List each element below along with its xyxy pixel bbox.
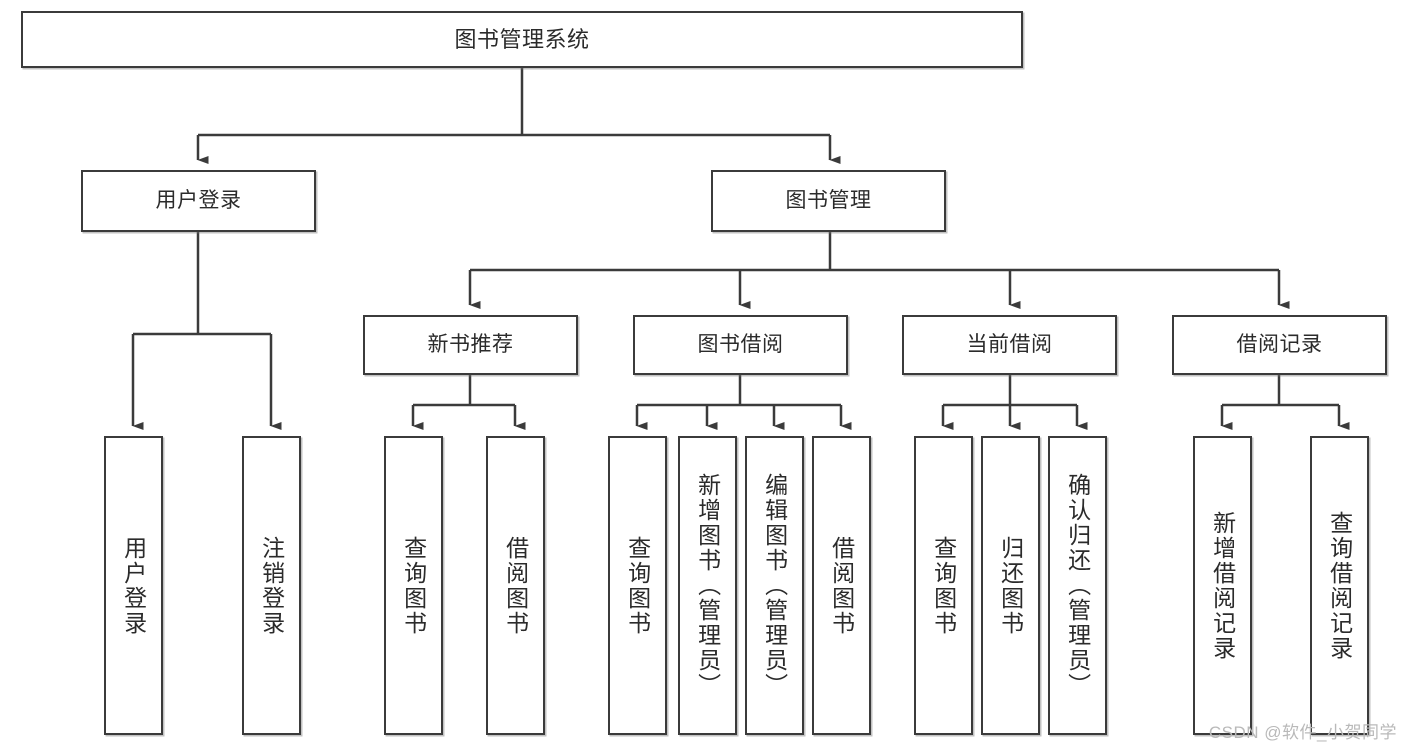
node-book-manage[interactable]: 图书管理 [711, 170, 946, 232]
leaf-query-record[interactable]: 查询借阅记录 [1310, 436, 1369, 735]
node-label: 图书管理系统 [454, 26, 590, 52]
node-label: 查询图书 [400, 535, 427, 636]
leaf-borrow-book-1[interactable]: 借阅图书 [486, 436, 545, 735]
node-label: 查询图书 [930, 535, 957, 636]
node-user-login[interactable]: 用户登录 [81, 170, 316, 232]
node-label: 用户登录 [155, 188, 242, 212]
node-new-book-recommend[interactable]: 新书推荐 [363, 315, 578, 375]
leaf-query-book-1[interactable]: 查询图书 [384, 436, 443, 735]
node-current-borrow[interactable]: 当前借阅 [902, 315, 1117, 375]
leaf-return-book[interactable]: 归还图书 [981, 436, 1040, 735]
node-label: 编辑图书（管理员） [761, 473, 788, 698]
node-label: 注销登录 [258, 535, 285, 636]
node-label: 查询借阅记录 [1326, 510, 1353, 661]
leaf-add-book[interactable]: 新增图书（管理员） [678, 436, 737, 735]
leaf-edit-book[interactable]: 编辑图书（管理员） [745, 436, 804, 735]
node-label: 借阅图书 [828, 535, 855, 636]
node-root-system[interactable]: 图书管理系统 [21, 11, 1023, 68]
leaf-query-book-3[interactable]: 查询图书 [914, 436, 973, 735]
csdn-watermark: CSDN @软件_小贺同学 [1208, 723, 1397, 742]
node-label: 新增图书（管理员） [694, 473, 721, 698]
leaf-confirm-return[interactable]: 确认归还（管理员） [1048, 436, 1107, 735]
node-label: 借阅图书 [502, 535, 529, 636]
node-label: 借阅记录 [1236, 332, 1323, 356]
node-label: 新书推荐 [427, 332, 514, 356]
leaf-borrow-book-2[interactable]: 借阅图书 [812, 436, 871, 735]
leaf-user-login[interactable]: 用户登录 [104, 436, 163, 735]
node-label: 归还图书 [997, 535, 1024, 636]
node-label: 新增借阅记录 [1209, 510, 1236, 661]
leaf-user-logout[interactable]: 注销登录 [242, 436, 301, 735]
node-label: 确认归还（管理员） [1064, 473, 1091, 698]
node-label: 当前借阅 [966, 332, 1053, 356]
node-book-borrow[interactable]: 图书借阅 [633, 315, 848, 375]
node-label: 查询图书 [624, 535, 651, 636]
node-label: 用户登录 [120, 535, 147, 636]
node-label: 图书借阅 [697, 332, 784, 356]
node-label: 图书管理 [785, 188, 872, 212]
leaf-add-record[interactable]: 新增借阅记录 [1193, 436, 1252, 735]
leaf-query-book-2[interactable]: 查询图书 [608, 436, 667, 735]
node-borrow-record[interactable]: 借阅记录 [1172, 315, 1387, 375]
